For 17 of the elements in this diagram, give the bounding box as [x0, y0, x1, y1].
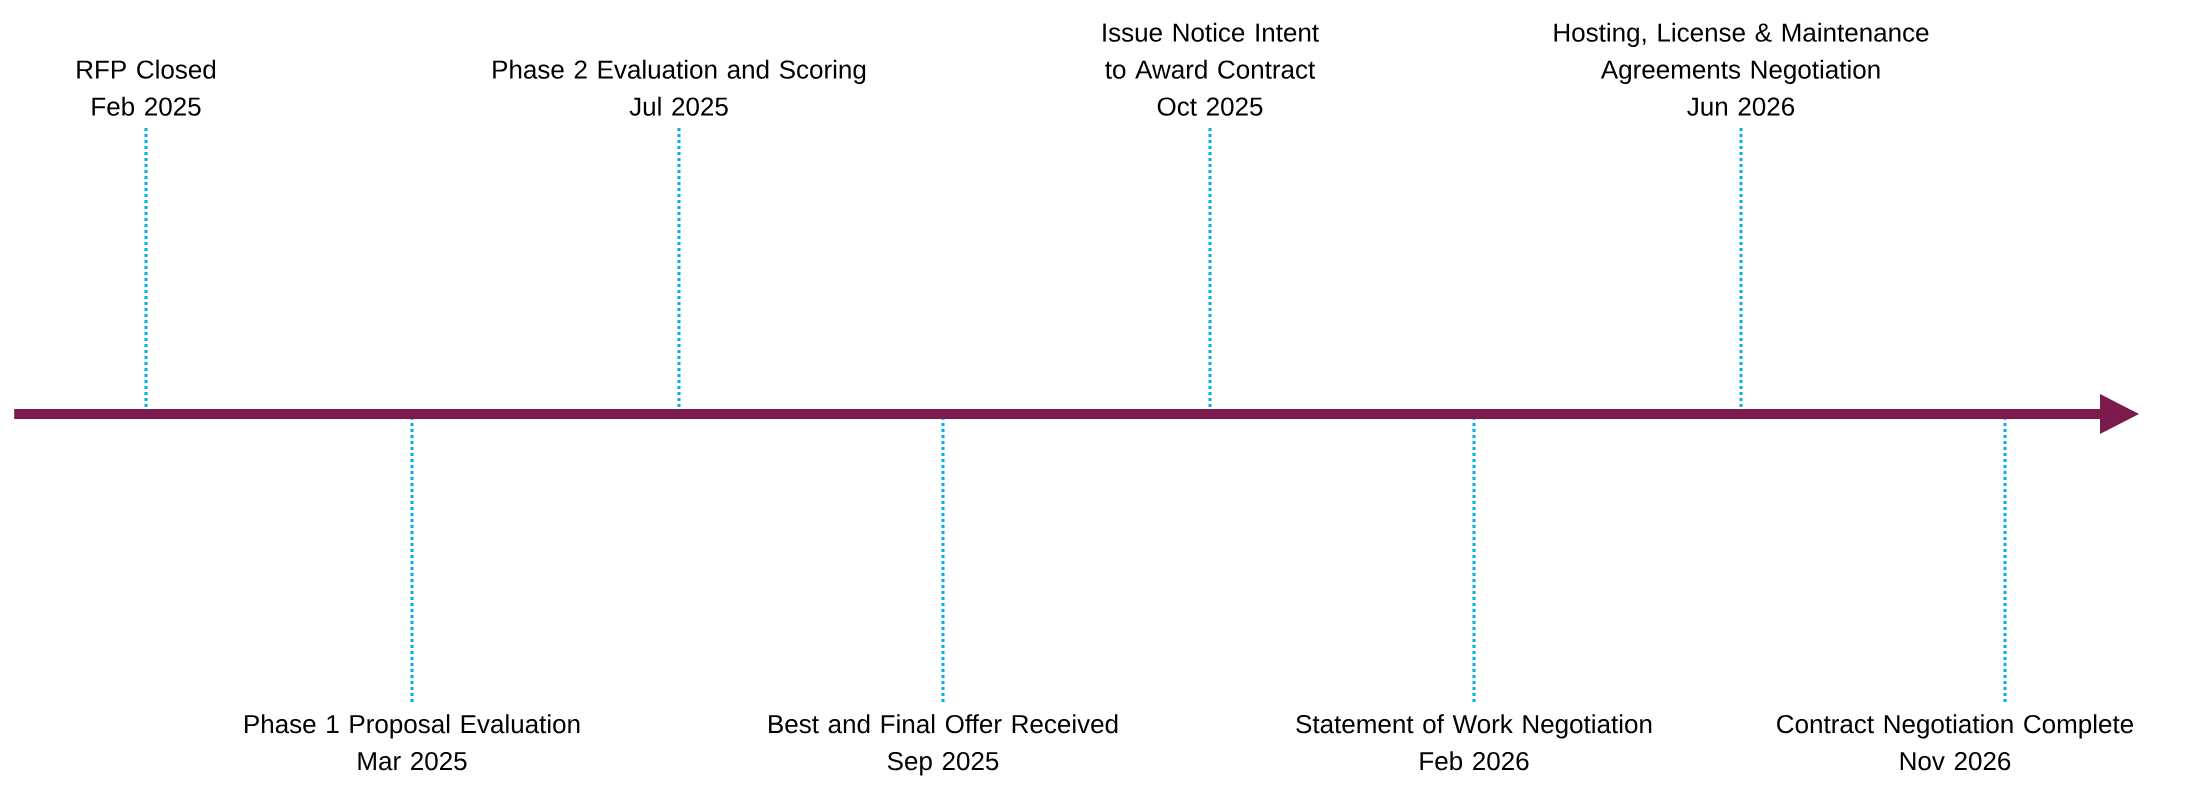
leader-line [410, 419, 414, 702]
milestone-label: RFP Closed Feb 2025 [77, 59, 216, 116]
timeline-arrow [14, 394, 2139, 434]
leader-line [941, 419, 945, 702]
leader-line [2003, 419, 2007, 702]
milestone-label: Phase 2 Evaluation and Scoring Jul 2025 [493, 59, 866, 116]
leader-line [144, 128, 148, 409]
milestone-label: Phase 1 Proposal Evaluation Mar 2025 [245, 714, 580, 771]
milestone-label: Statement of Work Negotiation Feb 2026 [1296, 714, 1652, 771]
milestone-label: Issue Notice Intent to Award Contract Oct 2025 [1103, 22, 1319, 116]
leader-line [1739, 128, 1743, 409]
milestone-label: Contract Negotiation Complete Nov 2026 [1777, 714, 2133, 771]
leader-line [677, 128, 681, 409]
leader-line [1208, 128, 1212, 409]
milestone-label: Best and Final Offer Received Sep 2025 [769, 714, 1118, 776]
leader-line [1472, 419, 1476, 702]
milestone-label: Hosting, License & Maintenance Agreements Negotiation Jun 2026 [1554, 22, 1929, 116]
